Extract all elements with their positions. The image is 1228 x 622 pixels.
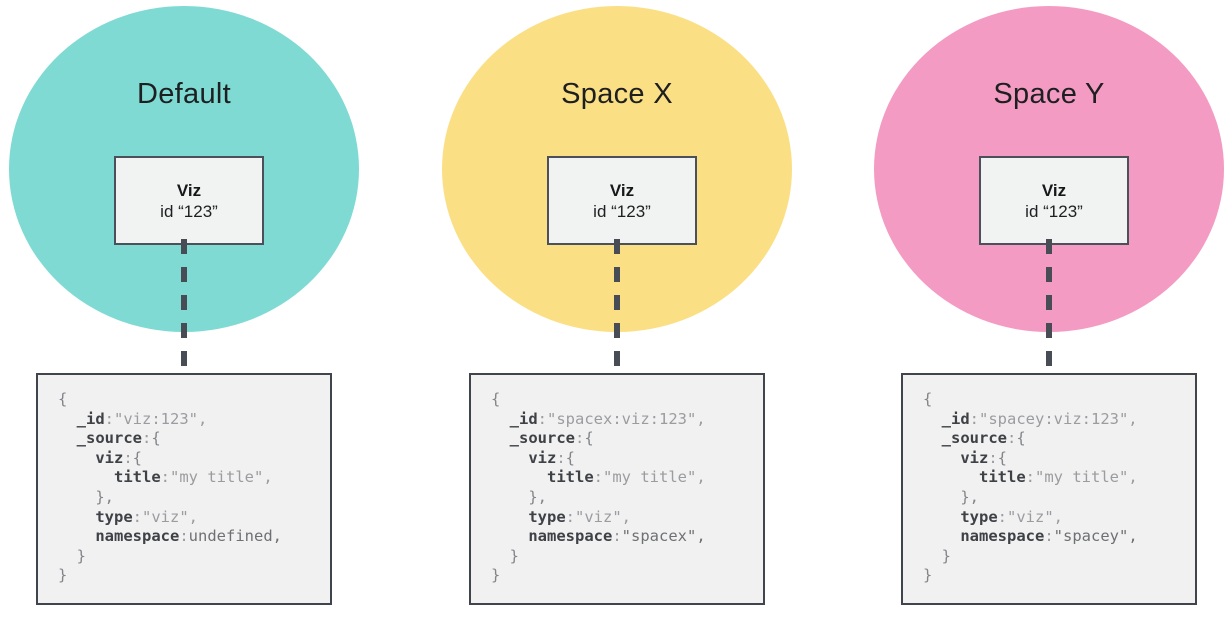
space-title: Space X — [561, 78, 673, 110]
code-line: type:"viz", — [528, 507, 631, 526]
code-line: }, — [95, 487, 114, 506]
code-line: type:"viz", — [960, 507, 1063, 526]
code-line: } — [491, 566, 501, 585]
space-panel: Default Viz id “123” { _id:"viz:123", _s… — [4, 0, 364, 622]
code-line: _source:{ — [509, 429, 594, 448]
space-title: Default — [137, 78, 231, 110]
code-line: { — [491, 390, 501, 408]
code-line: title:"my title", — [114, 468, 273, 487]
connector-dashed-line — [1046, 239, 1052, 373]
code-line: _id:"spacey:viz:123", — [941, 409, 1138, 428]
code-line: _source:{ — [941, 429, 1026, 448]
code-line: namespace:undefined, — [95, 527, 282, 546]
viz-node-id: id “123” — [160, 201, 218, 221]
code-line: viz:{ — [95, 448, 143, 467]
viz-node-title: Viz — [176, 180, 202, 200]
code-line: } — [58, 566, 68, 585]
code-line: namespace:"spacey", — [960, 527, 1138, 546]
viz-node-title: Viz — [609, 180, 635, 200]
connector-dashed-line — [181, 239, 187, 373]
code-line: title:"my title", — [979, 468, 1138, 487]
space-panel: Space Y Viz id “123” { _id:"spacey:viz:1… — [869, 0, 1228, 622]
code-line: _id:"viz:123", — [76, 409, 208, 428]
viz-node-id: id “123” — [1025, 201, 1083, 221]
code-line: namespace:"spacex", — [528, 527, 706, 546]
code-line: } — [941, 546, 952, 565]
code-line: _source:{ — [76, 429, 161, 448]
space-title: Space Y — [993, 78, 1105, 110]
code-line: { — [58, 390, 68, 408]
code-line: type:"viz", — [95, 507, 198, 526]
saved-object-code-box: { _id:"viz:123", _source:{ viz:{ title:"… — [36, 373, 332, 605]
code-line: } — [509, 546, 520, 565]
viz-node: Viz id “123” — [547, 156, 697, 245]
saved-object-code-box: { _id:"spacex:viz:123", _source:{ viz:{ … — [469, 373, 765, 605]
code-line: }, — [960, 487, 979, 506]
viz-node: Viz id “123” — [114, 156, 264, 245]
code-line: } — [76, 546, 87, 565]
code-line: } — [923, 566, 933, 585]
space-panel: Space X Viz id “123” { _id:"spacex:viz:1… — [437, 0, 797, 622]
code-line: viz:{ — [960, 448, 1008, 467]
code-line: }, — [528, 487, 547, 506]
code-line: title:"my title", — [547, 468, 706, 487]
viz-node-title: Viz — [1041, 180, 1067, 200]
saved-object-code-box: { _id:"spacey:viz:123", _source:{ viz:{ … — [901, 373, 1197, 605]
viz-node-id: id “123” — [593, 201, 651, 221]
code-line: viz:{ — [528, 448, 576, 467]
code-line: _id:"spacex:viz:123", — [509, 409, 706, 428]
viz-node: Viz id “123” — [979, 156, 1129, 245]
code-line: { — [923, 390, 933, 408]
connector-dashed-line — [614, 239, 620, 373]
